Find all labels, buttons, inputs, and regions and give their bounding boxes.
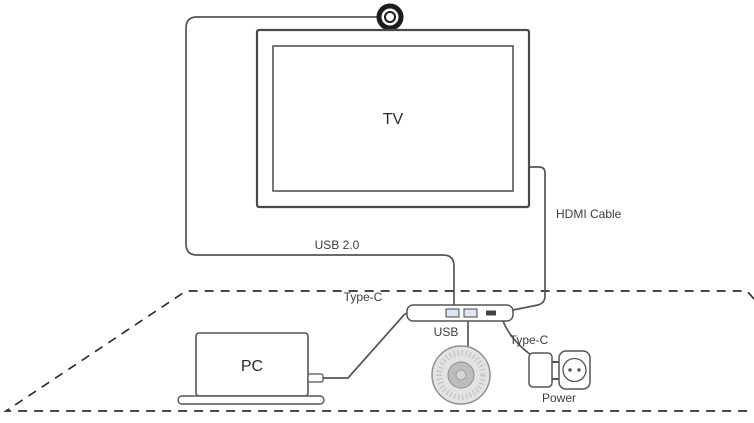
hdmi-cable-label: HDMI Cable [556, 207, 622, 221]
usb2-cable [185, 16, 455, 307]
power-outlet [558, 350, 591, 390]
typec-cable-pc [322, 312, 410, 379]
power-outlet-hole-right [577, 368, 581, 372]
power-label: Power [542, 391, 576, 405]
power-outlet-hole-left [568, 368, 572, 372]
speakerphone-button [455, 369, 467, 381]
speakerphone-grille [436, 350, 486, 400]
hub-body [406, 304, 514, 322]
table-surface-outline [3, 290, 754, 412]
pc-label: PC [241, 358, 263, 375]
camera-outer-ring [376, 3, 404, 31]
camera-lens [384, 11, 396, 23]
pc-base [177, 395, 325, 405]
tv-device: TV [255, 28, 531, 209]
camera-icon [376, 3, 404, 31]
hub-typec-port [486, 310, 496, 316]
pc-laptop: PC [177, 332, 325, 405]
usb-hub [406, 304, 514, 322]
hub-usb-port-2 [463, 308, 478, 318]
typec-pc-label: Type-C [344, 290, 383, 304]
tv-label: TV [383, 111, 404, 128]
hdmi-cable [512, 166, 546, 311]
power-adapter [528, 350, 591, 390]
typec-power-label: Type-C [510, 333, 549, 347]
pc-usb-connector [307, 373, 324, 383]
usb-hub-label: USB [434, 325, 459, 339]
speakerphone [431, 345, 491, 405]
power-brick [528, 352, 553, 388]
usb2-label: USB 2.0 [315, 238, 360, 252]
tv-screen [272, 45, 514, 192]
hub-usb-port-1 [445, 308, 460, 318]
power-outlet-ring [562, 357, 587, 383]
